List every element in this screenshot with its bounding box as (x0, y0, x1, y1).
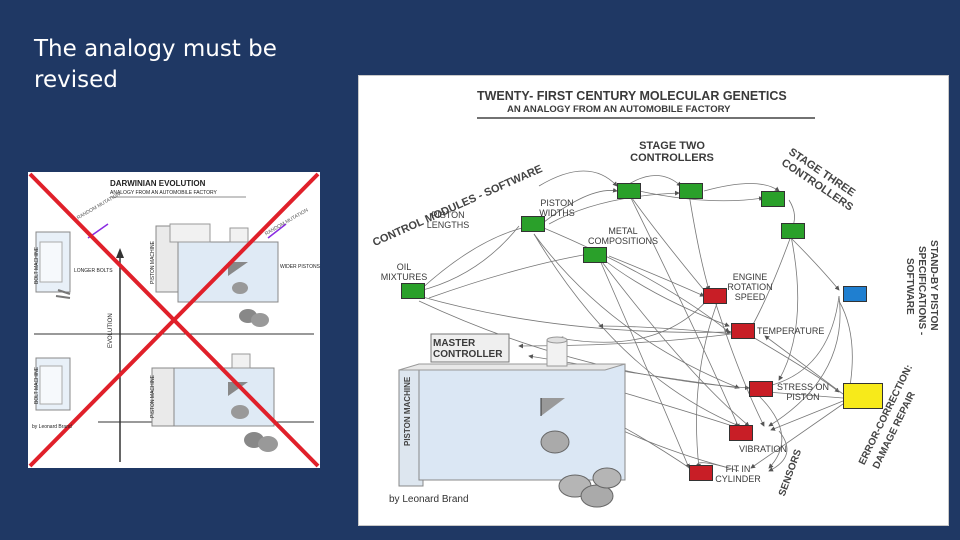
piston-machine-label-top: PISTON MACHINE (150, 241, 156, 284)
longer-bolts-label: LONGER BOLTS (74, 268, 113, 274)
fit-sensor-box (689, 465, 713, 481)
standby-software-box (843, 286, 867, 302)
stage-two-label: STAGE TWO CONTROLLERS (630, 140, 714, 164)
evolution-axis-label: EVOLUTION (108, 313, 114, 348)
standby-label-line2: SPECIFICATIONS - (916, 246, 927, 336)
metal-compositions-box (583, 247, 607, 263)
error-correction-box (843, 383, 883, 409)
stage-three-controller-box (761, 191, 785, 207)
piston-widths-label: PISTON WIDTHS (539, 198, 575, 218)
temperature-sensor-box (731, 323, 755, 339)
bolt-machine-label-top: BOLT MACHINE (34, 246, 40, 284)
temperature-label: TEMPERATURE (757, 326, 825, 336)
piston-widths-box (521, 216, 545, 232)
left-figure-title: DARWINIAN EVOLUTION (110, 179, 206, 188)
stage-two-controller-box-2 (679, 183, 703, 199)
vibration-sensor-box (729, 425, 753, 441)
molecular-genetics-figure: TWENTY- FIRST CENTURY MOLECULAR GENETICS… (358, 75, 949, 526)
wider-pistons-label: WIDER PISTONS (280, 264, 320, 270)
stage-two-controller-box-1 (617, 183, 641, 199)
bolt-machine-label-bottom: BOLT MACHINE (34, 366, 40, 404)
stress-on-piston-label: STRESS ON PISTON (776, 382, 829, 402)
piston-machine-label-bottom: PISTON MACHINE (150, 375, 156, 418)
left-figure-subtitle: ANALOGY FROM AN AUTOMOBILE FACTORY (110, 190, 217, 196)
piston-lengths-label: PISTON LENGTHS (426, 210, 470, 230)
engine-rotation-speed-label: ENGINE ROTATION SPEED (727, 272, 773, 302)
oil-mixtures-label: OIL MIXTURES (380, 262, 428, 282)
right-figure-credit: by Leonard Brand (389, 494, 469, 505)
right-figure-subtitle: AN ANALOGY FROM AN AUTOMOBILE FACTORY (507, 104, 731, 115)
left-figure-credit: by Leonard Brand (32, 424, 72, 430)
standby-label-line3: SOFTWARE (904, 258, 915, 315)
stress-sensor-box (749, 381, 773, 397)
metal-compositions-label: METAL COMPOSITIONS (587, 226, 658, 246)
right-figure-title: TWENTY- FIRST CENTURY MOLECULAR GENETICS (477, 89, 787, 103)
vibration-label: VIBRATION (739, 444, 787, 454)
connection-arrows (398, 117, 853, 508)
slide-title: The analogy must be revised (34, 36, 277, 93)
master-controller-label: MASTER CONTROLLER (433, 338, 503, 360)
fit-in-cylinder-label: FIT IN CYLINDER (715, 464, 761, 484)
darwinian-diagram-drawing (28, 172, 320, 468)
engine-rotation-sensor-box (703, 288, 727, 304)
standby-label-line1: STAND-BY PISTON (928, 240, 939, 331)
oil-mixtures-box (401, 283, 425, 299)
piston-machine-label: PISTON MACHINE (403, 376, 412, 446)
software-module-box (781, 223, 805, 239)
darwinian-evolution-figure: DARWINIAN EVOLUTION ANALOGY FROM AN AUTO… (28, 172, 320, 468)
